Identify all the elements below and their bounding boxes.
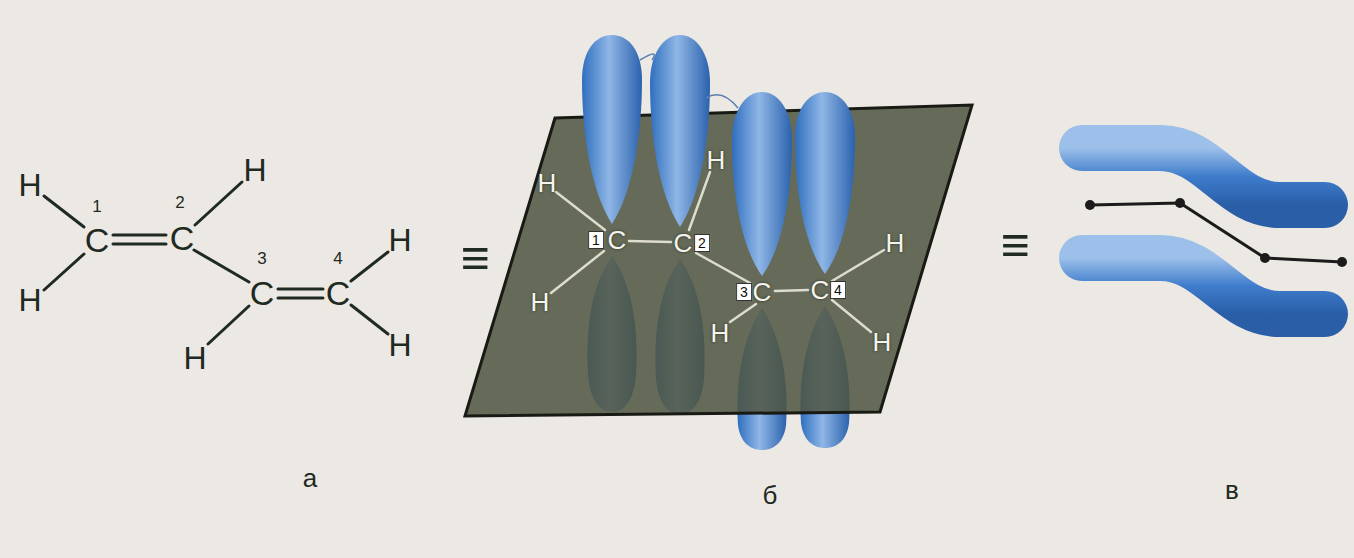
atom-symbol: H	[538, 170, 557, 196]
atom-symbol: H	[388, 329, 411, 361]
overlap-lines	[640, 54, 738, 108]
atom-symbol: H	[531, 289, 550, 315]
atom-symbol: C	[811, 277, 830, 303]
panel-letter: в	[1225, 477, 1239, 503]
atom-number: 4	[333, 250, 342, 267]
atom-symbol: H	[388, 224, 411, 256]
panel-letter: а	[303, 465, 317, 491]
atom-symbol: C	[674, 230, 693, 256]
atom-symbol: C	[250, 276, 275, 310]
equivalence-sign: ≡	[1000, 220, 1029, 270]
carbon-chain	[1085, 198, 1347, 267]
atom-number: 1	[588, 231, 604, 249]
atom-number: 2	[694, 234, 710, 252]
atom-number: 4	[830, 281, 846, 299]
atom-symbol: H	[873, 329, 892, 355]
atom-symbol: C	[170, 221, 195, 255]
atom-symbol: H	[711, 320, 730, 346]
atom-symbol: H	[183, 342, 206, 374]
atom-symbol: C	[326, 276, 351, 310]
equivalence-sign: ≡	[460, 233, 489, 283]
atom-symbol: H	[18, 169, 41, 201]
atom-symbol: C	[753, 279, 772, 305]
atom-symbol: C	[85, 223, 110, 257]
atom-symbol: H	[886, 230, 905, 256]
atom-symbol: H	[18, 284, 41, 316]
molecular-plane	[465, 105, 972, 416]
p-orbital-upper-lobes	[582, 35, 855, 276]
atom-number: 2	[175, 194, 184, 211]
pi-electron-cloud	[1082, 148, 1325, 314]
atom-number: 1	[92, 198, 101, 215]
bond-lines	[44, 182, 388, 344]
atom-number: 3	[736, 283, 752, 301]
panel-letter: б	[763, 482, 778, 508]
atom-symbol: C	[608, 227, 627, 253]
atom-number: 3	[257, 250, 266, 267]
atom-symbol: H	[707, 147, 726, 173]
atom-symbol: H	[243, 154, 266, 186]
